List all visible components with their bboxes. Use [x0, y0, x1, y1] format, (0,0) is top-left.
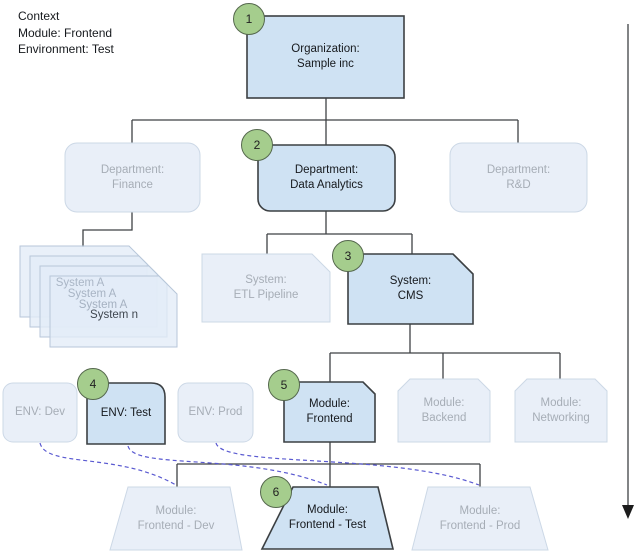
context-module: Module: Frontend	[18, 25, 113, 40]
node-organization-shape	[246, 15, 405, 99]
node-env-dev-shape	[2, 382, 78, 443]
dashed-link-env-dev	[39, 442, 177, 486]
node-deploy-prod-label: Module: Frontend - Prod	[439, 504, 521, 532]
system-stack-label-4: System n	[90, 309, 138, 321]
node-env-test-label: ENV: Test	[100, 407, 152, 420]
system-stack-label-2: System A	[67, 288, 117, 300]
node-deploy-test-label: Module: Frontend - Test	[288, 504, 367, 531]
node-env-dev-label: ENV: Dev	[14, 406, 66, 419]
node-dept-data-label: Department: Data Analytics	[290, 164, 363, 191]
flow-arrow-head	[622, 505, 634, 519]
node-module-backend-shape	[397, 378, 491, 443]
node-env-prod-label: ENV: Prod	[188, 406, 243, 419]
step-badge-2: 2	[241, 129, 273, 161]
step-badge-5: 5	[268, 369, 300, 401]
node-deploy-dev-label: Module: Frontend - Dev	[137, 504, 215, 532]
node-deploy-test-shape	[260, 486, 395, 550]
context-environment: Environment: Test	[18, 42, 114, 57]
node-system-etl-shape	[201, 253, 331, 323]
node-dept-finance-label: Department: Finance	[100, 163, 165, 191]
node-dept-rd-label: Department: R&D	[486, 163, 551, 191]
dashed-link-env-test	[127, 445, 328, 486]
step-badge-1: 1	[233, 3, 265, 35]
node-system-cms-label: System: CMS	[389, 275, 432, 302]
step-badge-4: 4	[77, 368, 109, 400]
node-dept-finance-shape	[64, 142, 201, 213]
node-deploy-dev-shape	[109, 486, 243, 551]
node-system-etl-label: System: ETL Pipeline	[233, 274, 299, 301]
node-organization-label: Organization: Sample inc	[291, 43, 360, 70]
node-module-backend-label: Module: Backend	[421, 396, 467, 424]
connector-data-to-systems	[266, 211, 413, 254]
node-dept-data-shape	[257, 144, 396, 212]
node-system-cms-shape	[347, 253, 474, 325]
node-module-networking-shape	[514, 378, 608, 443]
node-dept-rd-shape	[449, 142, 588, 213]
step-badge-6: 6	[260, 476, 292, 508]
system-stack-label-3: System A	[78, 299, 128, 311]
system-stack-label-1: System A	[55, 277, 105, 289]
dashed-link-env-prod	[215, 442, 480, 486]
node-env-test-shape	[86, 382, 166, 445]
node-deploy-prod-shape	[411, 486, 549, 551]
node-module-networking-label: Module: Networking	[532, 396, 590, 424]
connector-finance-to-systems	[82, 212, 133, 247]
context-annotation: Context Module: Frontend Environment: Te…	[18, 8, 114, 58]
step-badge-3: 3	[332, 240, 364, 272]
node-env-prod-shape	[177, 382, 254, 443]
connector-frontend-to-deployments	[176, 442, 481, 487]
connector-cms-to-modules	[329, 324, 561, 382]
connector-org-to-departments	[131, 98, 519, 145]
context-title: Context	[18, 9, 60, 23]
node-system-stack-card-4	[49, 275, 178, 348]
node-module-frontend-label: Module: Frontend	[306, 398, 353, 425]
